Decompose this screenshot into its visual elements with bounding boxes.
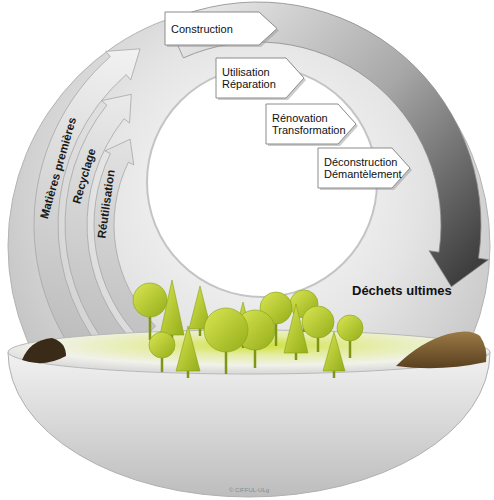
conifer-tree: [176, 326, 200, 378]
return-arrow-node: Matières premières: [38, 116, 78, 220]
return-arrow-node: Recyclage: [70, 147, 97, 205]
stage-arrow-box: Rénovation Transformation: [266, 104, 356, 144]
return-arrow-node: Réutilisation: [95, 169, 116, 239]
tree-crown: [176, 326, 200, 371]
waste-label: Déchets ultimes: [352, 283, 452, 298]
return-label: Réutilisation: [95, 169, 116, 239]
round-tree: [204, 308, 248, 374]
stage-label: Construction: [165, 23, 261, 35]
round-tree: [302, 306, 334, 352]
round-tree: [149, 332, 175, 372]
round-tree: [337, 315, 363, 358]
copyright-watermark: © CIFFUL-ULg: [229, 487, 269, 493]
tree-crown: [149, 332, 175, 358]
raw-material-pile: [22, 338, 66, 363]
tree-crown: [302, 306, 334, 338]
stage-label: Rénovation Transformation: [266, 112, 340, 136]
arrow-box-shape: [266, 104, 356, 144]
tree-crown: [204, 308, 248, 352]
arrow-box-shape: [318, 148, 410, 188]
tree-crown: [133, 283, 167, 317]
stage-arrow-box: Déconstruction Démantèlement: [318, 148, 410, 188]
tree-crown: [323, 332, 345, 371]
arrow-box-shape: [216, 58, 304, 98]
conifer-tree: [323, 332, 345, 378]
return-arrow-band: [34, 49, 140, 383]
waste-pile: [396, 331, 486, 368]
return-label: Recyclage: [70, 147, 97, 205]
conifer-tree: [284, 304, 308, 360]
stage-arrow-box: Construction: [165, 12, 277, 45]
arrow-box-shape: [165, 12, 277, 45]
tree-crown: [160, 280, 184, 335]
stage-label: Utilisation Réparation: [216, 66, 288, 90]
stage-label: Déconstruction Démantèlement: [318, 156, 394, 180]
tree-crown: [337, 315, 363, 341]
return-label: Matières premières: [38, 116, 78, 220]
stage-arrow-box: Utilisation Réparation: [216, 58, 304, 98]
tree-group: [133, 280, 363, 378]
tree-crown: [284, 304, 308, 353]
